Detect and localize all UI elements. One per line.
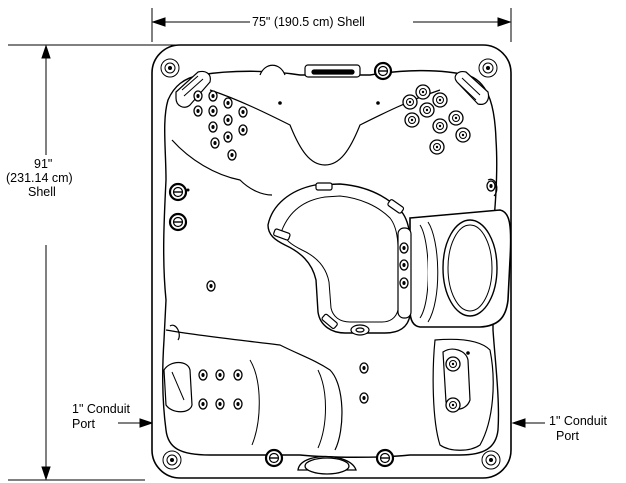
top-seat-curve [209, 89, 441, 166]
width-dimension-label: 75" (190.5 cm) Shell [252, 15, 365, 29]
footwell-outline [267, 183, 412, 334]
small-jet [193, 90, 203, 102]
big-jet [429, 139, 445, 155]
control-jet [373, 61, 393, 81]
left-lounge-curve [171, 139, 273, 196]
height-dimension-label-line1: 91" [34, 157, 53, 171]
height-dimension-label-line2: (231.14 cm) [6, 171, 73, 185]
conduit-arrow-left [118, 418, 154, 428]
control-jet [168, 212, 188, 232]
right-conduit-label-line1: 1" Conduit [549, 414, 607, 428]
small-jet [223, 131, 233, 143]
small-jet [399, 277, 409, 289]
width-arrow-right [497, 17, 512, 27]
small-jet [486, 180, 496, 192]
corner-fitting-top-left [160, 58, 180, 78]
small-jet [399, 259, 409, 271]
left-conduit-label-line1: 1" Conduit [72, 402, 130, 416]
small-jet [215, 398, 225, 410]
shell-outline [151, 44, 512, 479]
big-jet [455, 127, 471, 143]
control-jet [375, 448, 395, 468]
bottom-seat-curve-2 [249, 359, 326, 449]
small-jet [210, 137, 220, 149]
small-jet [198, 398, 208, 410]
small-jet [233, 369, 243, 381]
small-jet [359, 392, 369, 404]
small-jet [359, 362, 369, 374]
bottom-right-seat-curve [432, 338, 494, 451]
width-arrow-left [151, 17, 166, 27]
big-jet [402, 94, 418, 110]
left-conduit-label-line2: Port [72, 417, 95, 431]
small-jet [233, 398, 243, 410]
height-arrow-top [41, 44, 51, 59]
big-jet [404, 112, 420, 128]
small-jet [227, 149, 237, 161]
small-jet [208, 90, 218, 102]
control-jet [168, 182, 188, 202]
small-jet [193, 105, 203, 117]
small-jet [215, 369, 225, 381]
control-jet [264, 448, 284, 468]
big-jet [415, 84, 431, 100]
corner-fitting-bottom-left [162, 450, 182, 470]
small-jet [399, 242, 409, 254]
footwell-fittings [273, 182, 405, 336]
height-arrow-bottom [41, 466, 51, 481]
right-conduit-label-line2: Port [556, 429, 579, 443]
top-console [259, 64, 361, 78]
corner-fitting-top-right [478, 58, 498, 78]
big-jet [432, 118, 448, 134]
height-dimension-label-line3: Shell [28, 185, 56, 199]
bottom-console [297, 455, 357, 475]
small-jet [223, 114, 233, 126]
conduit-arrow-right [511, 418, 545, 428]
bottom-seat-curve [165, 329, 343, 451]
small-jet [238, 124, 248, 136]
big-jet [432, 92, 448, 108]
big-jet [448, 110, 464, 126]
small-jet [238, 106, 248, 118]
small-jet [206, 280, 216, 292]
width-dimension [151, 8, 512, 42]
big-jet [445, 356, 461, 372]
small-jet [208, 121, 218, 133]
big-jet [419, 102, 435, 118]
lounge-seat [397, 209, 512, 328]
corner-fitting-bottom-right [481, 450, 501, 470]
small-jet [223, 97, 233, 109]
small-jet [198, 369, 208, 381]
big-jet [445, 397, 461, 413]
small-jet [208, 105, 218, 117]
footwell-inner [281, 195, 399, 323]
